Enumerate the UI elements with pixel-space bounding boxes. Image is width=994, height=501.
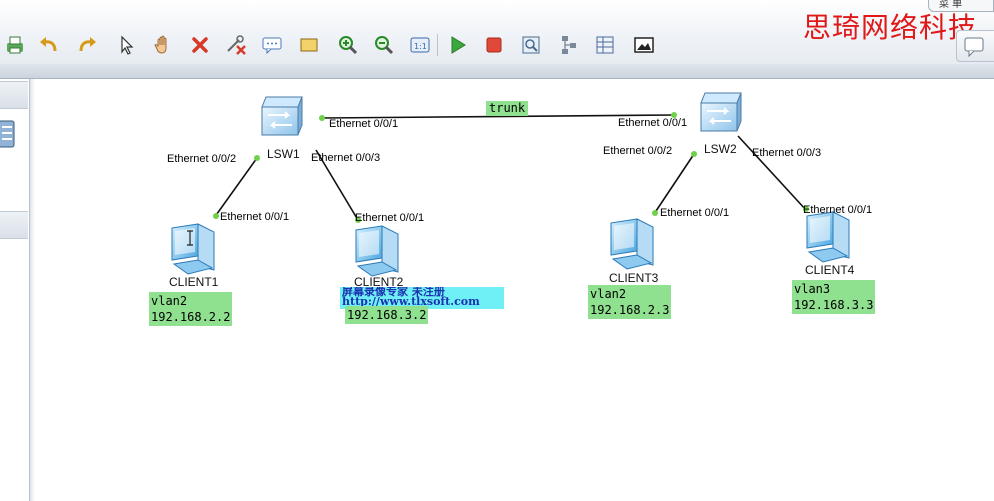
chat-button[interactable] bbox=[956, 30, 994, 62]
recorder-watermark-banner: 屏幕录像专家 未注册 http://www.tlxsoft.com bbox=[340, 287, 504, 309]
client4-port-label: Ethernet 0/0/1 bbox=[803, 204, 873, 216]
lsw2-switch-icon[interactable] bbox=[700, 92, 742, 132]
client4-pc-icon[interactable] bbox=[806, 211, 850, 263]
switch-device-icon bbox=[0, 120, 15, 148]
grid-button[interactable] bbox=[592, 32, 618, 58]
zoom-in-icon bbox=[339, 36, 358, 55]
zoom-in-button[interactable] bbox=[335, 32, 361, 58]
select-button[interactable] bbox=[113, 32, 139, 58]
banner-line2: http://www.tlxsoft.com bbox=[342, 295, 480, 308]
trunk-link[interactable] bbox=[321, 114, 675, 119]
client2-info-box[interactable]: 192.168.3.2 bbox=[345, 306, 429, 324]
capture-icon bbox=[522, 36, 540, 54]
client3-port-label: Ethernet 0/0/1 bbox=[660, 207, 730, 219]
client3-info-box[interactable]: vlan2 192.168.2.3 bbox=[588, 285, 672, 319]
capture-button[interactable] bbox=[518, 32, 544, 58]
toolbar-separator bbox=[437, 34, 438, 56]
lsw2-label[interactable]: LSW2 bbox=[704, 142, 737, 156]
lsw1-port2-label: Ethernet 0/0/2 bbox=[167, 153, 237, 165]
redo-button[interactable] bbox=[74, 32, 100, 58]
client1-pc-icon[interactable] bbox=[171, 223, 215, 275]
link-lsw1-client2[interactable] bbox=[315, 149, 359, 221]
client4-info-box[interactable]: vlan3 192.168.3.3 bbox=[792, 280, 876, 314]
print-icon bbox=[7, 36, 23, 54]
lsw2-port2-label: Ethernet 0/0/2 bbox=[603, 145, 673, 157]
delete-button[interactable] bbox=[187, 32, 213, 58]
stop-device-icon bbox=[486, 37, 502, 53]
undo-button[interactable] bbox=[36, 32, 62, 58]
redo-icon bbox=[79, 37, 96, 52]
delete-icon bbox=[192, 37, 208, 53]
chat-icon bbox=[964, 37, 984, 58]
link-lsw2-client3[interactable] bbox=[653, 153, 695, 215]
left-panel-header[interactable] bbox=[0, 81, 28, 109]
lsw1-label[interactable]: LSW1 bbox=[267, 147, 300, 161]
topology-button[interactable] bbox=[556, 32, 582, 58]
client4-label[interactable]: CLIENT4 bbox=[805, 263, 855, 277]
fit-size-button[interactable]: 1:1 bbox=[407, 32, 433, 58]
delete-link-icon bbox=[227, 35, 246, 55]
toolbar: 菜 单 思琦网络科技 1:1 bbox=[0, 0, 994, 79]
client2-label[interactable]: CLIENT2 bbox=[354, 275, 404, 289]
start-device-button[interactable] bbox=[445, 32, 471, 58]
stop-device-button[interactable] bbox=[481, 32, 507, 58]
screenshot-icon bbox=[634, 37, 654, 53]
client1-port-label: Ethernet 0/0/1 bbox=[220, 211, 290, 223]
trunk-label[interactable]: trunk bbox=[486, 101, 529, 116]
client1-label[interactable]: CLIENT1 bbox=[169, 275, 219, 289]
select-icon bbox=[121, 35, 134, 55]
canvas-left-edge bbox=[30, 79, 35, 501]
zoom-out-button[interactable] bbox=[371, 32, 397, 58]
text-cursor-icon bbox=[187, 230, 193, 246]
port-dot bbox=[254, 155, 260, 161]
svg-text:1:1: 1:1 bbox=[414, 42, 427, 51]
zoom-out-icon bbox=[375, 36, 394, 55]
port-dot bbox=[691, 151, 697, 157]
add-text-icon bbox=[262, 37, 282, 55]
screenshot-button[interactable] bbox=[631, 32, 657, 58]
client2-port-label: Ethernet 0/0/1 bbox=[355, 212, 425, 224]
port-dot bbox=[355, 217, 361, 223]
left-panel bbox=[0, 79, 30, 501]
delete-link-button[interactable] bbox=[223, 32, 249, 58]
client3-label[interactable]: CLIENT3 bbox=[609, 271, 659, 285]
fit-size-icon: 1:1 bbox=[410, 37, 430, 53]
lsw2-uplink-port-label: Ethernet 0/0/1 bbox=[618, 117, 688, 129]
add-shape-button[interactable] bbox=[296, 32, 322, 58]
port-dot bbox=[652, 210, 658, 216]
grid-icon bbox=[596, 36, 614, 54]
port-dot bbox=[671, 112, 677, 118]
client1-info-box[interactable]: vlan2 192.168.2.2 bbox=[149, 292, 233, 326]
device-palette-item[interactable] bbox=[0, 119, 16, 149]
topology-icon bbox=[562, 36, 576, 54]
port-dot bbox=[213, 213, 219, 219]
port-dot bbox=[803, 206, 809, 212]
watermark-title: 思琦网络科技 bbox=[803, 11, 978, 44]
client3-pc-icon[interactable] bbox=[610, 218, 654, 270]
add-text-button[interactable] bbox=[259, 32, 285, 58]
link-lsw2-client4[interactable] bbox=[737, 135, 807, 211]
lsw1-port3-label: Ethernet 0/0/3 bbox=[311, 152, 381, 164]
add-shape-icon bbox=[300, 38, 318, 52]
undo-icon bbox=[40, 37, 57, 52]
start-device-icon bbox=[451, 36, 466, 54]
lsw1-uplink-port-label: Ethernet 0/0/1 bbox=[329, 118, 399, 130]
print-button[interactable] bbox=[2, 32, 28, 58]
left-panel-section[interactable] bbox=[0, 211, 28, 239]
client2-pc-icon[interactable] bbox=[355, 225, 399, 277]
banner-line1: 屏幕录像专家 未注册 bbox=[342, 287, 445, 298]
pan-hand-icon bbox=[154, 35, 167, 54]
link-lsw1-client1[interactable] bbox=[213, 157, 258, 219]
lsw1-switch-icon[interactable] bbox=[261, 96, 303, 136]
port-dot bbox=[319, 115, 325, 121]
toolbar-bottom-band bbox=[0, 64, 994, 79]
lsw2-port3-label: Ethernet 0/0/3 bbox=[752, 147, 822, 159]
pan-button[interactable] bbox=[150, 32, 176, 58]
